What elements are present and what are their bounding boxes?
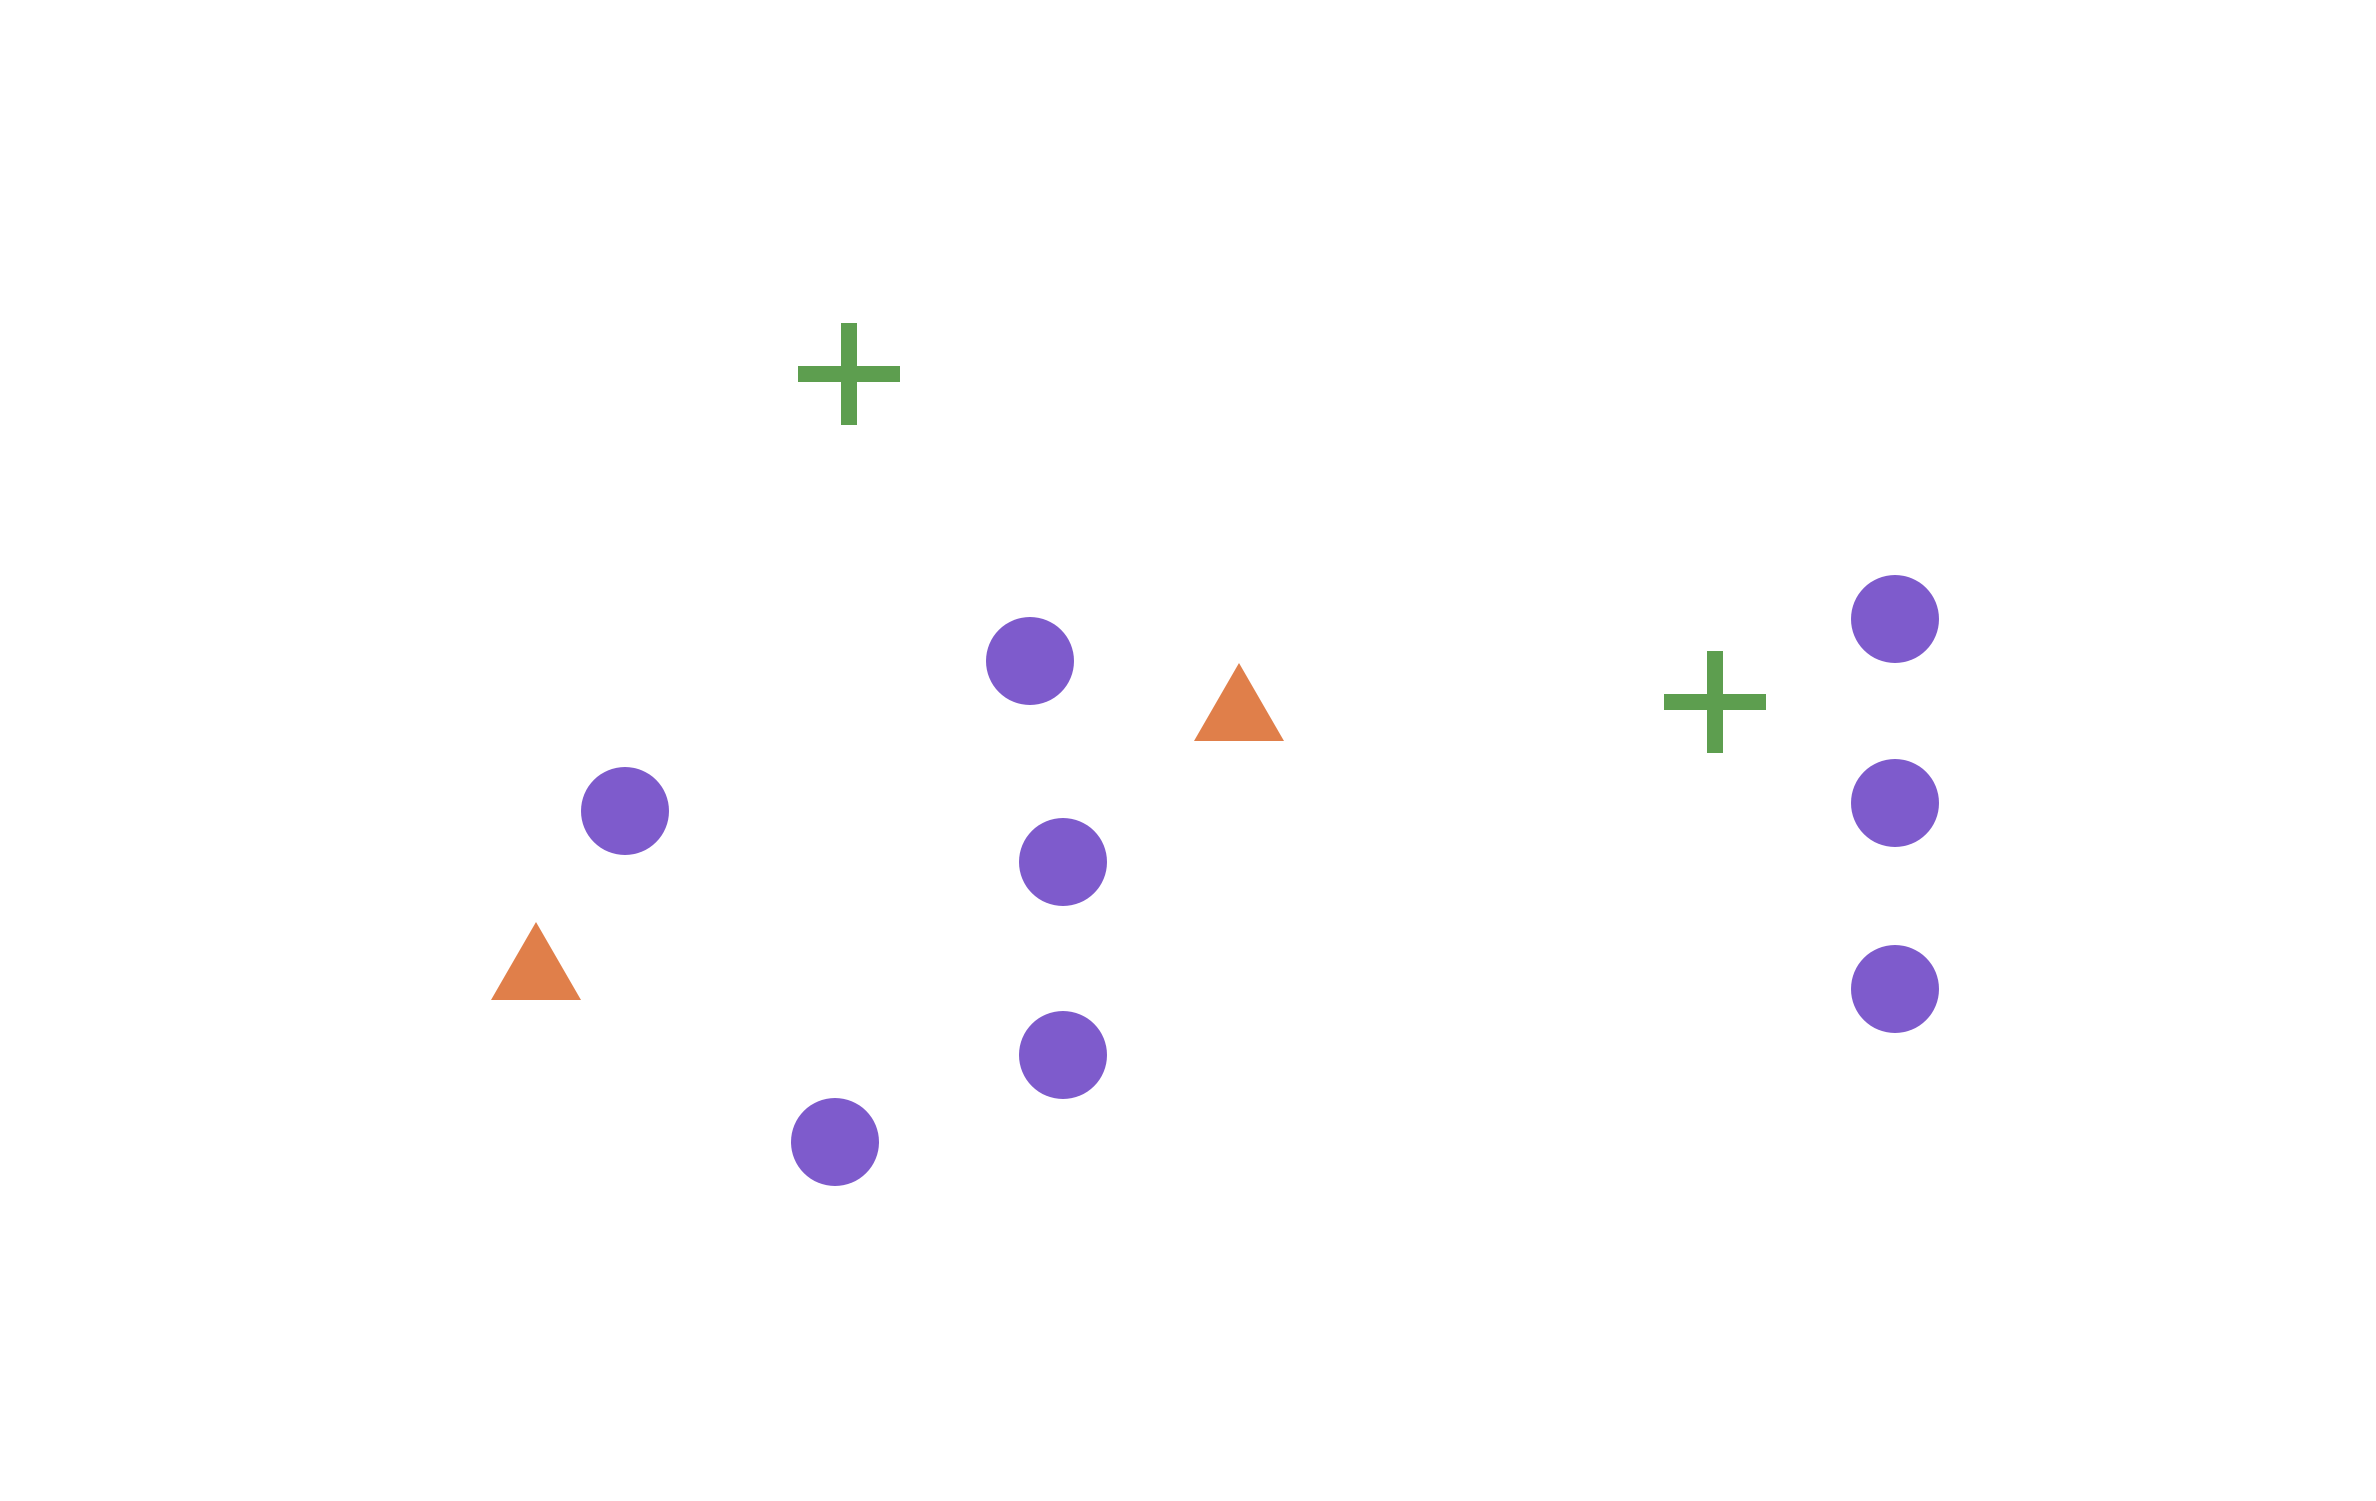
circle-icon — [1019, 818, 1107, 906]
triangle-icon — [491, 922, 581, 1000]
plus-icon — [1664, 651, 1766, 753]
plus-icon — [798, 323, 900, 425]
circle-icon — [1851, 759, 1939, 847]
circle-icon — [1851, 575, 1939, 663]
circle-icon — [1851, 945, 1939, 1033]
triangle-icon — [1194, 663, 1284, 741]
shapes-layer — [491, 323, 1939, 1186]
circle-icon — [1019, 1011, 1107, 1099]
plus-vertical-bar — [841, 323, 857, 425]
plus-vertical-bar — [1707, 651, 1723, 753]
circle-icon — [791, 1098, 879, 1186]
circle-icon — [581, 767, 669, 855]
circle-icon — [986, 617, 1074, 705]
